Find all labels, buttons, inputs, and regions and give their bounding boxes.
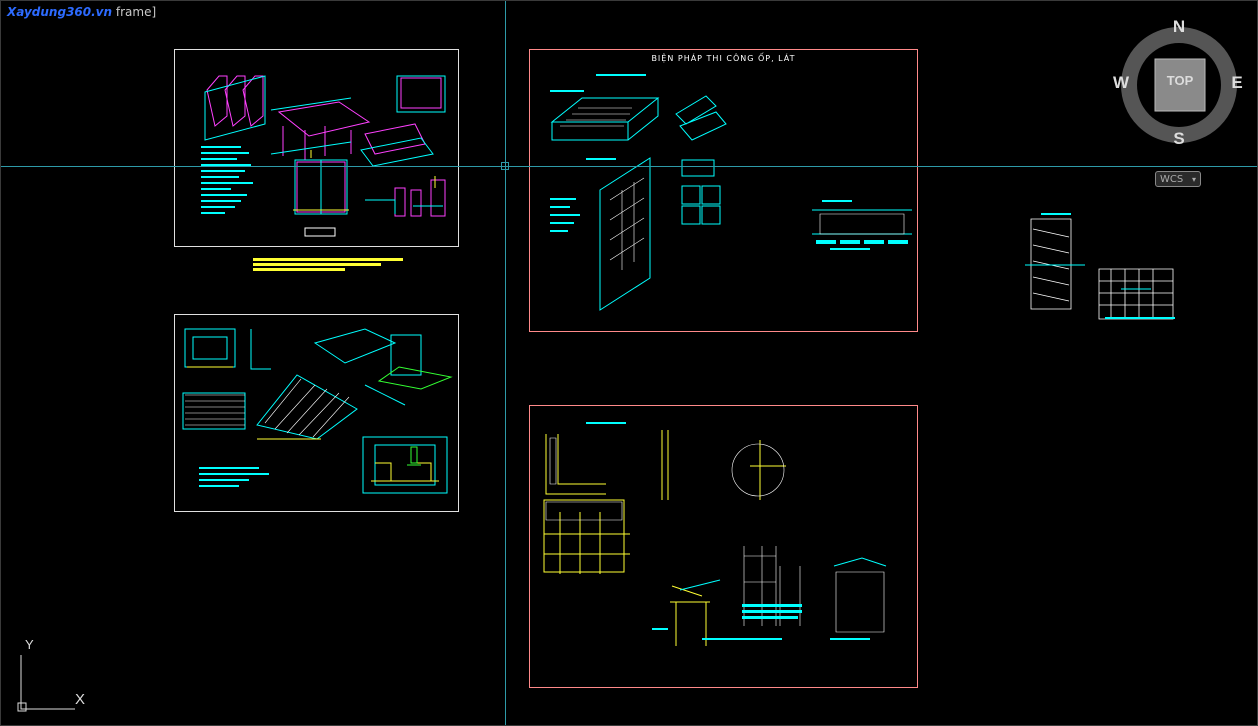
viewcube-east[interactable]: E (1231, 73, 1243, 92)
viewport-label-brand: Xaydung360.vn (7, 5, 113, 19)
crosshair-horizontal (1, 166, 1257, 167)
crosshair-vertical (505, 1, 506, 725)
sheet-right-bottom-drawing (543, 422, 887, 646)
sheet-right-top-title: BIỆN PHÁP THI CÔNG ỐP, LÁT (651, 54, 796, 63)
title-bar-3 (253, 268, 345, 271)
sheet-right-bottom[interactable] (529, 405, 918, 688)
sheet-left-bottom-drawing (182, 328, 453, 494)
title-bar-2 (253, 263, 381, 266)
loose-detail-drawings (1025, 213, 1175, 320)
wcs-dropdown[interactable]: WCS ▾ (1155, 171, 1201, 187)
viewport-label-suffix: frame] (115, 5, 157, 19)
viewcube-south[interactable]: S (1173, 129, 1185, 148)
sheet-right-top[interactable]: BIỆN PHÁP THI CÔNG ỐP, LÁT (529, 49, 918, 332)
viewcube-west[interactable]: W (1112, 73, 1130, 92)
wcs-label: WCS (1160, 174, 1184, 185)
viewcube[interactable]: TOP N S W E (1111, 15, 1251, 195)
sheet-left-bottom[interactable] (174, 314, 459, 512)
title-bar-1 (253, 258, 403, 261)
ucs-icon: Y X (15, 637, 95, 717)
ucs-x-label: X (75, 691, 86, 708)
cursor-pickbox (501, 162, 509, 170)
viewport-label[interactable]: Xaydung360.vn frame] (7, 5, 156, 19)
sheet-left-top[interactable] (174, 49, 459, 247)
ucs-y-label: Y (25, 637, 34, 652)
viewcube-north[interactable]: N (1172, 17, 1186, 36)
chevron-down-icon: ▾ (1191, 175, 1196, 184)
sheet-left-top-drawing (201, 75, 446, 237)
sheet-right-top-drawing (550, 74, 912, 311)
viewcube-top-face[interactable]: TOP (1166, 73, 1194, 88)
